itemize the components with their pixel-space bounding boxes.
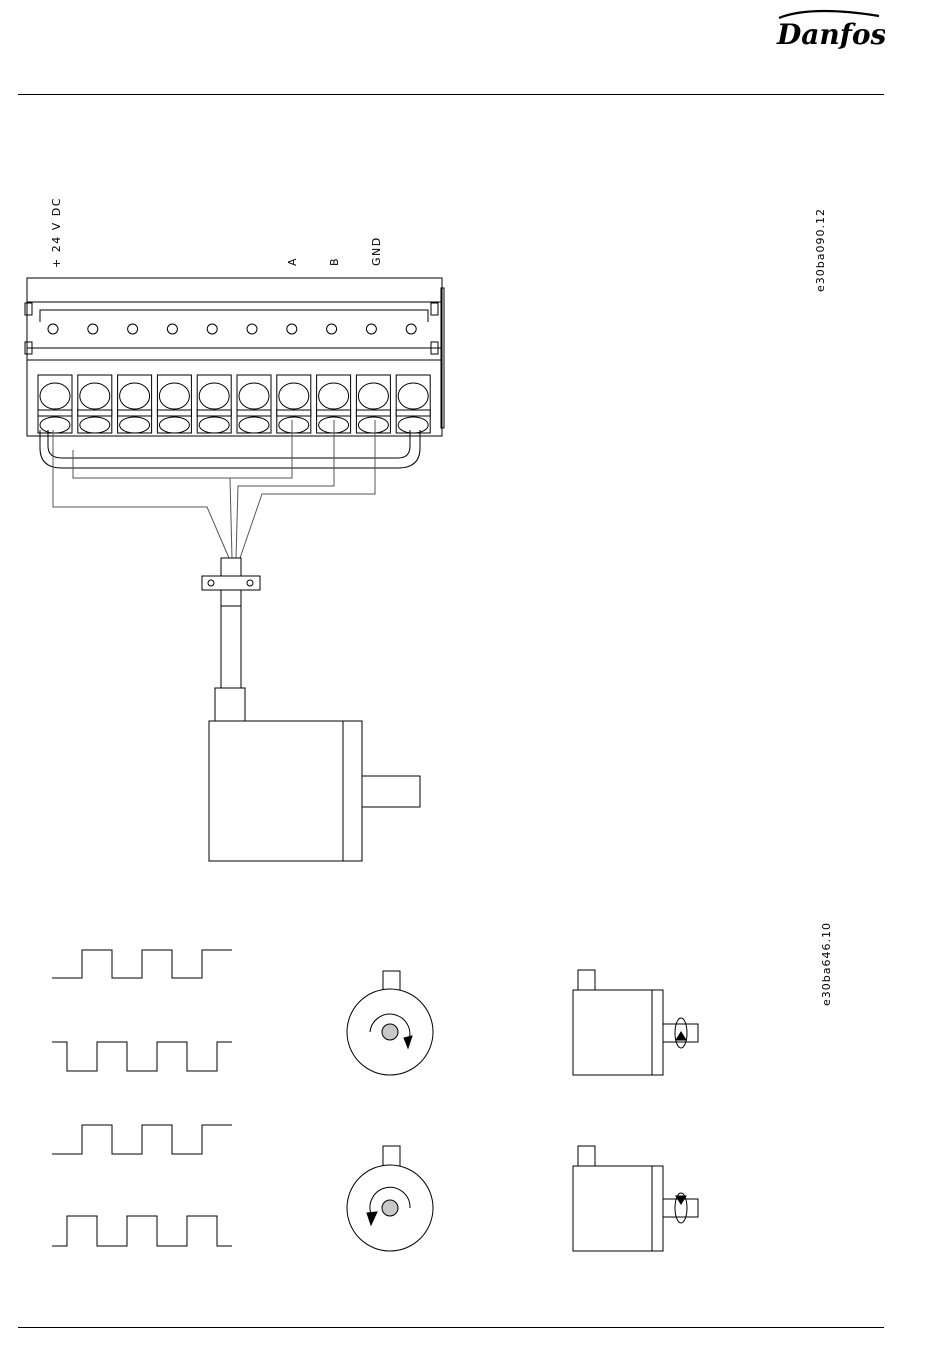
- terminal-pin: [207, 324, 217, 334]
- label-b: B: [328, 257, 341, 266]
- terminal-screw: [38, 375, 72, 433]
- terminal-screw: [78, 375, 112, 433]
- signal-waveforms: [52, 950, 232, 1246]
- encoder-front-ccw: [347, 1146, 433, 1251]
- encoder-side-1: [573, 970, 698, 1075]
- label-24vdc: + 24 V DC: [50, 197, 63, 268]
- waveform-b2: [52, 1216, 232, 1246]
- encoder-side-2: [573, 1146, 698, 1251]
- terminal-screw: [197, 375, 231, 433]
- terminal-pin: [128, 324, 138, 334]
- terminal-pin: [327, 324, 337, 334]
- figure-ref-wiring: e30ba090.12: [814, 208, 827, 292]
- terminal-pin: [366, 324, 376, 334]
- terminal-pin: [88, 324, 98, 334]
- terminal-screw: [157, 375, 191, 433]
- terminal-screw: [396, 375, 430, 433]
- terminal-pin: [406, 324, 416, 334]
- waveform-b1: [52, 1042, 232, 1071]
- terminal-screw: [118, 375, 152, 433]
- label-gnd: GND: [370, 236, 383, 266]
- waveform-a1: [52, 950, 232, 978]
- encoder-body: [209, 688, 420, 861]
- terminal-screw: [356, 375, 390, 433]
- label-a: A: [286, 257, 299, 266]
- encoder-front-cw: [347, 971, 433, 1075]
- waveform-a2: [52, 1125, 232, 1154]
- figure-ref-direction: e30ba646.10: [820, 922, 833, 1006]
- terminal-pin: [247, 324, 257, 334]
- terminal-pin: [167, 324, 177, 334]
- cable-wires: [40, 420, 420, 558]
- terminal-pin: [48, 324, 58, 334]
- terminal-screw: [237, 375, 271, 433]
- cable-clamp: [202, 558, 260, 688]
- terminal-screw: [277, 375, 311, 433]
- terminal-pin: [287, 324, 297, 334]
